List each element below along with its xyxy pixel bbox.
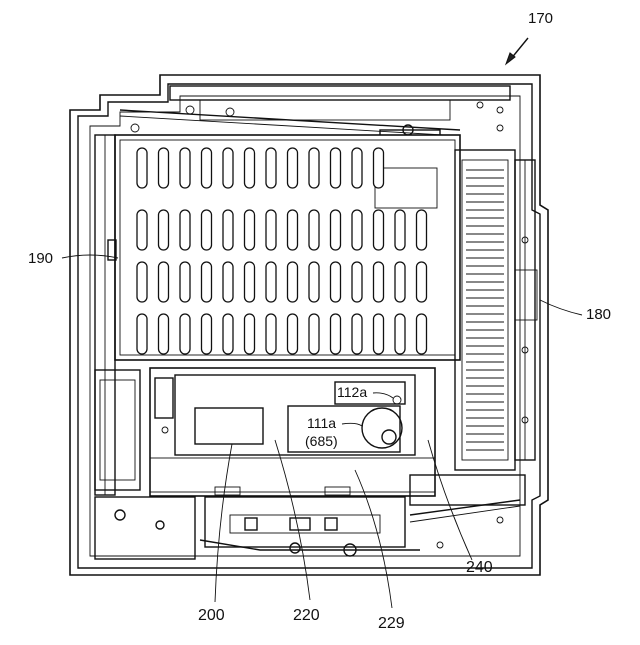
vent-slot	[417, 262, 427, 302]
label-229: 229	[378, 615, 405, 632]
vent-slot	[137, 314, 147, 354]
vent-slot	[395, 314, 405, 354]
label-180: 180	[586, 306, 611, 323]
vent-slot	[245, 262, 255, 302]
vent-slot	[374, 314, 384, 354]
vent-slot	[245, 314, 255, 354]
vent-slot	[202, 314, 212, 354]
vent-slot	[309, 262, 319, 302]
label-170: 170	[528, 10, 553, 27]
label-220: 220	[293, 607, 320, 624]
vent-slot	[202, 262, 212, 302]
vent-slot	[137, 262, 147, 302]
vent-slot	[331, 314, 341, 354]
label-111a: 111a	[307, 415, 336, 431]
vent-slot	[288, 148, 298, 188]
vent-slot	[223, 262, 233, 302]
vent-slot	[266, 314, 276, 354]
vent-slot	[266, 210, 276, 250]
label-685: (685)	[305, 433, 338, 449]
lower-module	[150, 368, 435, 496]
vent-slot	[395, 262, 405, 302]
vent-slot	[202, 210, 212, 250]
vent-slot	[417, 210, 427, 250]
vent-slot	[352, 262, 362, 302]
vent-slot	[331, 210, 341, 250]
vent-slot	[352, 148, 362, 188]
vent-slot	[159, 210, 169, 250]
vent-slot	[223, 210, 233, 250]
vent-slot	[202, 148, 212, 188]
vent-slot	[137, 210, 147, 250]
vent-slot	[309, 148, 319, 188]
vent-slot	[245, 210, 255, 250]
vent-slot	[159, 148, 169, 188]
vent-slot	[266, 148, 276, 188]
vent-slot	[374, 210, 384, 250]
vent-slot	[223, 148, 233, 188]
vent-slot	[395, 210, 405, 250]
vent-slot	[288, 314, 298, 354]
vent-slot	[288, 210, 298, 250]
vent-slot	[137, 148, 147, 188]
vent-slot	[288, 262, 298, 302]
vent-slot	[374, 148, 384, 188]
label-190: 190	[28, 250, 53, 267]
label-240: 240	[466, 559, 493, 576]
vent-slot	[159, 314, 169, 354]
vent-slot	[331, 148, 341, 188]
vent-slot	[266, 262, 276, 302]
label-200: 200	[198, 607, 225, 624]
vent-slot	[180, 148, 190, 188]
vent-slot	[352, 314, 362, 354]
vent-slot	[309, 314, 319, 354]
vent-slot	[309, 210, 319, 250]
vent-slot	[352, 210, 362, 250]
vent-slot	[417, 314, 427, 354]
vent-slot	[180, 262, 190, 302]
vent-slot	[180, 314, 190, 354]
vent-slot	[180, 210, 190, 250]
vent-slot	[245, 148, 255, 188]
vent-slot	[374, 262, 384, 302]
vent-slot	[331, 262, 341, 302]
vent-slot	[159, 262, 169, 302]
label-112a: 112a	[337, 384, 367, 400]
vent-slot	[223, 314, 233, 354]
